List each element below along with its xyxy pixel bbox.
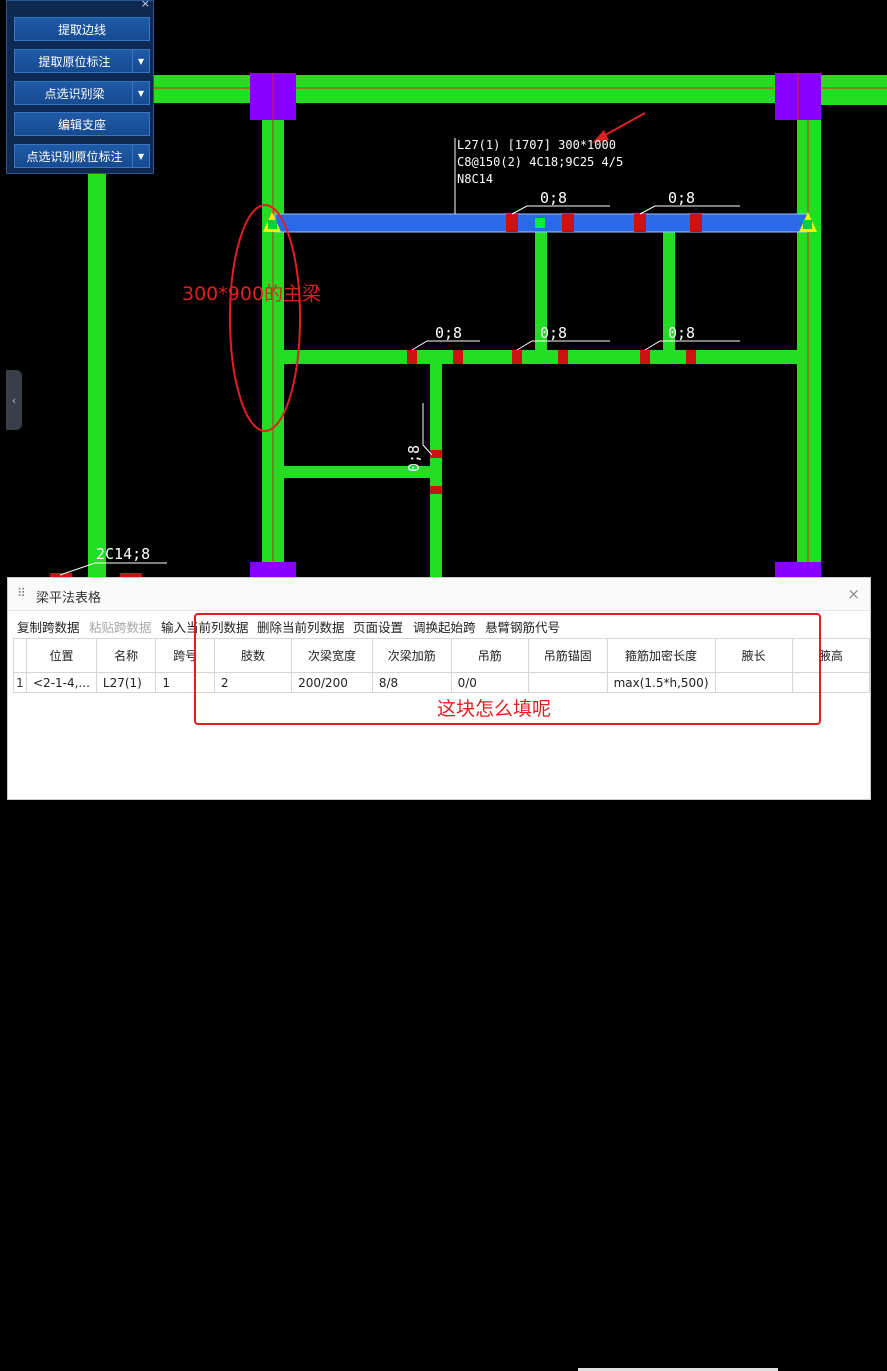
chevron-left-icon: ‹ xyxy=(11,393,17,407)
close-icon[interactable]: × xyxy=(847,585,860,603)
edit-support-button[interactable]: 编辑支座 xyxy=(14,112,150,136)
page-setup-button[interactable]: 页面设置 xyxy=(353,620,404,635)
extract-edge-button[interactable]: 提取边线 xyxy=(14,17,150,41)
right-extension-beam xyxy=(820,95,887,105)
beam-annotation-line-1: L27(1) [1707] 300*1000 xyxy=(457,138,616,152)
paste-span-data-button[interactable]: 粘贴跨数据 xyxy=(89,620,152,635)
input-column-data-button[interactable]: 输入当前列数据 xyxy=(161,620,249,635)
pick-recognize-beam-button[interactable]: 点选识别梁 ▼ xyxy=(14,81,150,105)
column-header[interactable]: 腋长 xyxy=(714,638,793,673)
bottom-left-rebar-label: 2C14;8 xyxy=(96,545,150,563)
column-header[interactable]: 箍筋加密长度 xyxy=(606,638,716,673)
button-label: 提取原位标注 xyxy=(38,54,111,69)
table-cell-secondary-beam-width[interactable]: 200/200 xyxy=(291,672,373,693)
grip-point-mid xyxy=(535,218,545,228)
extract-inplace-annotation-button[interactable]: 提取原位标注 ▼ xyxy=(14,49,150,73)
column-header[interactable]: 吊筋 xyxy=(450,638,529,673)
dropdown-arrow-icon[interactable]: ▼ xyxy=(132,50,149,72)
button-label: 点选识别原位标注 xyxy=(26,149,123,164)
cad-drawing-canvas[interactable]: L27(1) [1707] 300*1000 C8@150(2) 4C18;9C… xyxy=(0,0,887,800)
column-header[interactable]: 次梁宽度 xyxy=(291,638,373,673)
left-outer-beam xyxy=(88,160,106,580)
hanger-label: 0;8 xyxy=(668,189,695,207)
beam-data-table: 位置 名称 跨号 肢数 次梁宽度 次梁加筋 吊筋 吊筋锚固 箍筋加密长度 腋长 … xyxy=(13,638,871,693)
row-number: 1 xyxy=(13,672,27,693)
table-toolbar: 复制跨数据 粘贴跨数据 输入当前列数据 删除当前列数据 页面设置 调换起始跨 悬… xyxy=(8,611,870,637)
table-cell-name[interactable]: L27(1) xyxy=(95,672,157,693)
cantilever-rebar-code-button[interactable]: 悬臂钢筋代号 xyxy=(485,620,561,635)
column-header xyxy=(13,638,27,673)
column-bottom-right xyxy=(775,562,821,580)
close-icon[interactable]: × xyxy=(140,0,150,10)
pick-recognize-inplace-annotation-button[interactable]: 点选识别原位标注 ▼ xyxy=(14,144,150,168)
hanger-label: 0;8 xyxy=(540,324,567,342)
annotation-ellipse xyxy=(229,204,301,432)
table-cell-haunch-height[interactable] xyxy=(791,672,871,693)
main-beam-annotation: 300*900的主梁 xyxy=(182,283,321,305)
table-cell-hanger-anchorage[interactable] xyxy=(527,672,608,693)
lower-horizontal-beam xyxy=(284,466,436,478)
hanger-label: 0;8 xyxy=(668,324,695,342)
column-header[interactable]: 跨号 xyxy=(155,638,215,673)
beam-annotation-line-2: C8@150(2) 4C18;9C25 4/5 xyxy=(457,155,623,169)
panel-titlebar[interactable]: ⠿ 梁平法表格 × xyxy=(8,578,870,611)
dropdown-arrow-icon[interactable]: ▼ xyxy=(132,82,149,104)
table-header-row: 位置 名称 跨号 肢数 次梁宽度 次梁加筋 吊筋 吊筋锚固 箍筋加密长度 腋长 … xyxy=(13,638,871,673)
dropdown-arrow-icon[interactable]: ▼ xyxy=(132,145,149,167)
delete-column-data-button[interactable]: 删除当前列数据 xyxy=(257,620,345,635)
right-vertical-beam xyxy=(797,100,821,580)
table-cell-haunch-length[interactable] xyxy=(714,672,793,693)
secondary-beam-2 xyxy=(663,230,675,352)
hanger-label: 0;8 xyxy=(540,189,567,207)
table-cell-legs[interactable]: 2 xyxy=(213,672,293,693)
collapse-panel-tab[interactable]: ‹ xyxy=(6,370,22,430)
table-row[interactable]: 1 <2-1-4,... L27(1) 1 2 200/200 8/8 0/0 … xyxy=(13,672,871,693)
secondary-beam-1 xyxy=(535,230,547,352)
column-header[interactable]: 次梁加筋 xyxy=(371,638,452,673)
table-cell-stirrup-densify-length[interactable]: max(1.5*h,500) xyxy=(606,672,716,693)
annotation-question: 这块怎么填呢 xyxy=(437,698,552,720)
column-header[interactable]: 位置 xyxy=(26,638,97,673)
beam-table-panel: ⠿ 梁平法表格 × 复制跨数据 粘贴跨数据 输入当前列数据 删除当前列数据 页面… xyxy=(7,577,871,1371)
button-label: 点选识别梁 xyxy=(44,86,105,101)
column-header[interactable]: 腋高 xyxy=(791,638,871,673)
button-label: 编辑支座 xyxy=(57,117,106,132)
middle-horizontal-beam xyxy=(284,350,797,364)
column-header[interactable]: 吊筋锚固 xyxy=(527,638,608,673)
table-cell-secondary-beam-stirrups[interactable]: 8/8 xyxy=(371,672,452,693)
column-header[interactable]: 名称 xyxy=(95,638,157,673)
recognition-tool-panel: × 提取边线 提取原位标注 ▼ 点选识别梁 ▼ 编辑支座 点选识别原位标注 ▼ xyxy=(6,0,154,174)
copy-span-data-button[interactable]: 复制跨数据 xyxy=(17,620,80,635)
swap-start-span-button[interactable]: 调换起始跨 xyxy=(413,620,476,635)
table-cell-span[interactable]: 1 xyxy=(155,672,215,693)
stirrup-marks xyxy=(50,214,702,577)
button-label: 提取边线 xyxy=(57,22,106,37)
drag-grip-icon[interactable]: ⠿ xyxy=(17,586,26,600)
secondary-beam-3 xyxy=(430,364,442,580)
hanger-label: 0;8 xyxy=(435,324,462,342)
column-bottom-left xyxy=(250,562,296,580)
table-cell-position[interactable]: <2-1-4,... xyxy=(26,672,97,693)
beam-annotation-line-3: N8C14 xyxy=(457,172,493,186)
column-header[interactable]: 肢数 xyxy=(213,638,293,673)
table-cell-hanger[interactable]: 0/0 xyxy=(450,672,529,693)
hanger-label-vertical: 0;8 xyxy=(405,445,423,472)
panel-title: 梁平法表格 xyxy=(36,591,102,606)
